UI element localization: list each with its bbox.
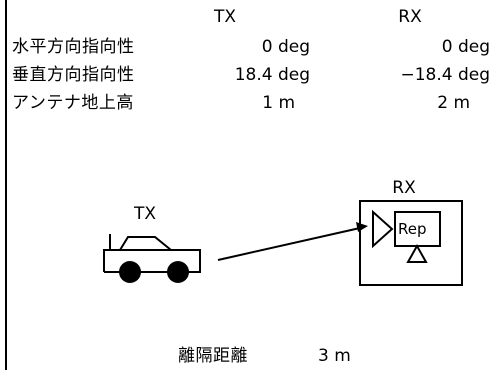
- tx-diagram-label: TX: [133, 204, 157, 224]
- tx-vehicle-icon: [103, 234, 201, 273]
- rx-repeater-box: [359, 200, 463, 286]
- left-border-line: [5, 0, 7, 370]
- tx-vehicle-rear-wheel: [119, 261, 141, 283]
- rx-diagram-label: RX: [392, 178, 416, 198]
- column-header-rx: RX: [398, 7, 422, 27]
- tx-horizontal-directivity-value: 0 deg: [261, 37, 310, 57]
- row-label-horizontal-directivity: 水平方向指向性: [12, 37, 135, 57]
- repeater-label: Rep: [398, 220, 427, 238]
- rx-antenna-height-value: 2 m: [437, 93, 470, 113]
- row-label-vertical-directivity: 垂直方向指向性: [12, 65, 135, 85]
- row-label-antenna-height: アンテナ地上高: [12, 93, 134, 113]
- tx-antenna-height-value: 1 m: [262, 93, 295, 113]
- rx-horizontal-directivity-value: 0 deg: [441, 37, 490, 57]
- tx-vehicle-front-wheel: [167, 261, 189, 283]
- separation-distance-label: 離隔距離: [178, 346, 248, 366]
- signal-arrow: [217, 222, 368, 261]
- rx-vertical-directivity-value: −18.4 deg: [400, 65, 490, 85]
- separation-distance-value: 3 m: [318, 346, 351, 366]
- tx-vertical-directivity-value: 18.4 deg: [234, 65, 310, 85]
- column-header-tx: TX: [213, 7, 237, 27]
